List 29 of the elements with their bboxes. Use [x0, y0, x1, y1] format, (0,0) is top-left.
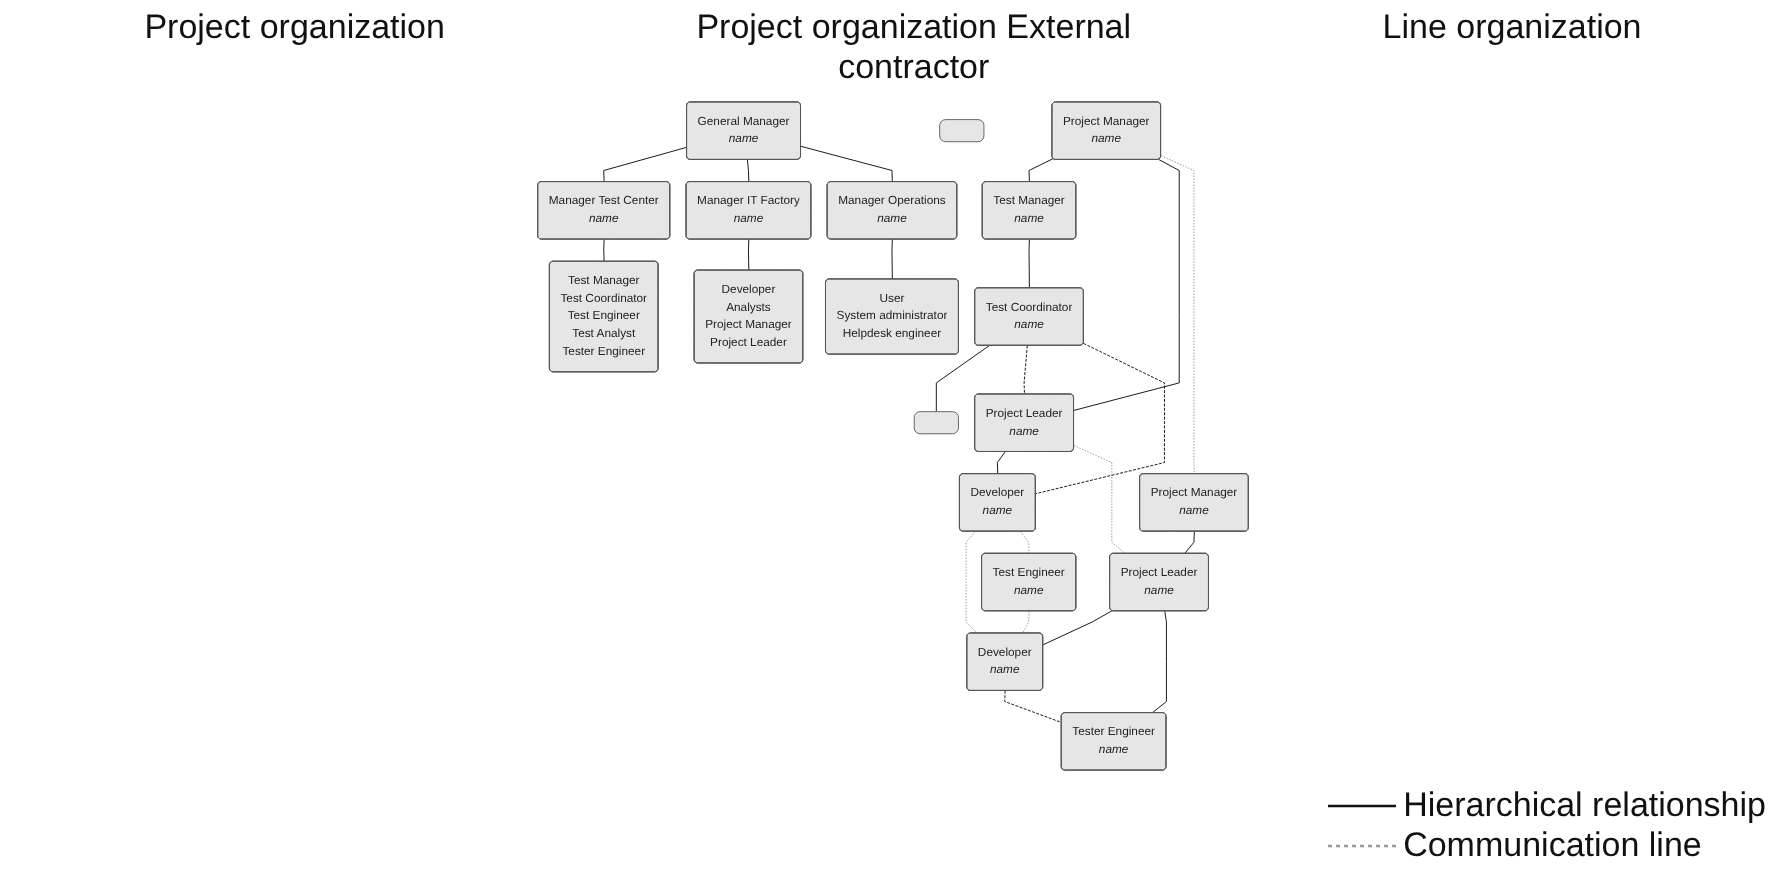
connector	[1184, 531, 1195, 555]
connector	[965, 531, 978, 634]
connector	[1073, 159, 1180, 411]
connector	[603, 146, 688, 183]
connector	[748, 238, 750, 271]
connector	[1021, 610, 1030, 634]
section-heading: Project organization External contractor	[694, 8, 1134, 90]
legend-label: Hierarchical relationship	[1403, 786, 1766, 826]
connector	[1023, 345, 1028, 395]
section-heading: Line organization	[1382, 8, 1642, 50]
connector	[1028, 158, 1054, 183]
connector	[1042, 610, 1113, 646]
connector	[1151, 610, 1167, 714]
connector	[1073, 445, 1126, 555]
node-box	[939, 119, 985, 143]
connector	[1160, 155, 1195, 475]
connector	[747, 159, 750, 183]
connector	[1004, 690, 1063, 723]
connector	[935, 345, 990, 413]
connector	[1035, 342, 1165, 495]
node-box	[913, 411, 959, 435]
section-heading: Project organization	[144, 8, 445, 50]
legend-label: Communication line	[1403, 826, 1702, 866]
connector	[603, 238, 605, 263]
connector	[996, 451, 1006, 475]
connector	[800, 145, 893, 183]
connector	[891, 238, 893, 280]
connector	[1019, 531, 1030, 555]
connector	[1028, 238, 1030, 289]
